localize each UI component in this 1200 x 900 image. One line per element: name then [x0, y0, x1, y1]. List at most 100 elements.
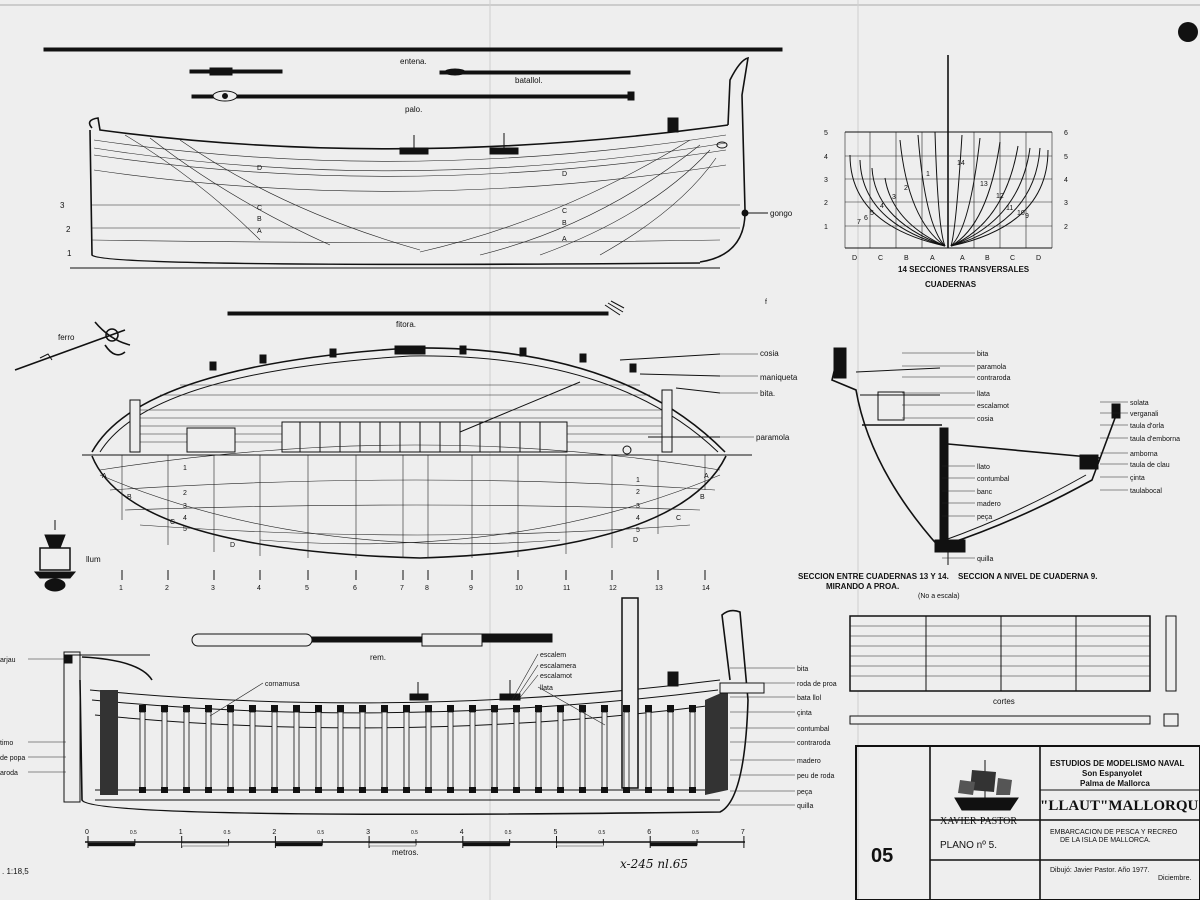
- midship-left-label-11: quilla: [977, 556, 993, 563]
- svg-text:12: 12: [996, 193, 1004, 200]
- ferro-label: ferro: [58, 333, 75, 342]
- profile-top-label-3: escalamot: [540, 673, 572, 680]
- svg-text:5: 5: [824, 130, 828, 137]
- profile-right-label-4: contumbal: [797, 726, 830, 733]
- profile-frame-16: [491, 711, 498, 793]
- midship-right-label-2: taula d'orla: [1130, 423, 1164, 430]
- station-number-5: 5: [305, 585, 309, 592]
- svg-text:2: 2: [183, 490, 187, 497]
- lantern-llum: llum: [33, 520, 101, 592]
- credit-line: Dibujó: Javier Pastor. Año 1977.: [1050, 867, 1150, 874]
- scale-segment-3: [368, 842, 417, 847]
- profile-top-leader-3: [517, 674, 539, 701]
- studio-line-3: Palma de Mallorca: [1080, 779, 1150, 788]
- wl-letter-d-right: D: [562, 171, 567, 178]
- profile-right-label-0: bita: [797, 666, 808, 673]
- profile-right-label-6: madero: [797, 758, 821, 765]
- scale-metros-label: metros.: [392, 848, 419, 857]
- profile-right-label-2: bata llol: [797, 695, 822, 702]
- profile-frame-11: [381, 711, 388, 793]
- profile-frames: [139, 705, 696, 793]
- svg-text:D: D: [852, 255, 857, 262]
- profile-frame-foot-4: [227, 787, 234, 793]
- svg-text:1: 1: [824, 224, 828, 231]
- deck-label-paramola: paramola: [756, 433, 790, 442]
- station-number-12: 12: [609, 585, 617, 592]
- studio-line-1: ESTUDIOS DE MODELISMO NAVAL: [1050, 759, 1184, 768]
- profile-frame-head-22: [623, 705, 630, 712]
- scale-major-label-1: 1: [179, 829, 183, 836]
- svg-text:5: 5: [1064, 154, 1068, 161]
- cortes-planking: cortes: [849, 615, 1179, 727]
- fitora: fitora. f: [227, 299, 767, 329]
- midship-left-label-2: contraroda: [977, 375, 1011, 382]
- profile-frame-3: [205, 711, 212, 793]
- profile-frame-head-13: [425, 705, 432, 712]
- midship-right-label-7: taulabocal: [1130, 488, 1162, 495]
- profile-right-label-1: roda de proa: [797, 681, 837, 688]
- midship-right-label-0: solata: [1130, 400, 1149, 407]
- profile-frame-12: [403, 711, 410, 793]
- scale-segment-2: [275, 842, 323, 847]
- svg-text:A: A: [704, 473, 709, 480]
- svg-text:14: 14: [957, 160, 965, 167]
- profile-frame-head-19: [557, 705, 564, 712]
- scale-minor-label-6: 0.5: [692, 830, 699, 836]
- svg-text:B: B: [904, 255, 909, 262]
- profile-frame-22: [623, 711, 630, 793]
- midship-sections: [831, 347, 1121, 565]
- profile-frame-18: [535, 711, 542, 793]
- svg-text:4: 4: [636, 515, 640, 522]
- cortes-label: cortes: [993, 697, 1015, 706]
- scale-major-label-4: 4: [460, 829, 464, 836]
- profile-frame-8: [315, 711, 322, 793]
- profile-frame-head-10: [359, 705, 366, 712]
- profile-frame-19: [557, 711, 564, 793]
- midship-left-label-1: paramola: [977, 364, 1006, 371]
- profile-frame-head-18: [535, 705, 542, 712]
- scale-minor-label-3: 0.5: [411, 830, 418, 836]
- svg-text:1: 1: [183, 465, 187, 472]
- svg-text:2: 2: [636, 489, 640, 496]
- sections-title: 14 SECCIONES TRANSVERSALES: [898, 265, 1030, 274]
- profile-left-label-1: timo: [0, 740, 13, 747]
- wl-letter-b-right: B: [562, 220, 567, 227]
- profile-top-label-2: escalamera: [540, 663, 576, 670]
- scale-segment-6: [650, 842, 698, 847]
- profile-frame-head-25: [689, 705, 696, 712]
- svg-text:A: A: [960, 255, 965, 262]
- profile-frame-10: [359, 711, 366, 793]
- pin-hole: [1178, 22, 1198, 42]
- midship-left-labels: bitaparamolacontrarodallataescalamotcosi…: [902, 351, 1011, 563]
- profile-frame-head-23: [645, 705, 652, 712]
- scale-major-label-2: 2: [272, 829, 276, 836]
- profile-frame-20: [579, 711, 586, 793]
- profile-frame-foot-10: [359, 787, 366, 793]
- spar-label-palo: palo.: [405, 105, 422, 114]
- desc-line-2: DE LA ISLA DE MALLORCA.: [1060, 837, 1151, 844]
- profile-frame-head-0: [139, 705, 146, 712]
- profile-frame-head-24: [667, 705, 674, 712]
- profile-frame-head-3: [205, 705, 212, 712]
- profile-frame-foot-18: [535, 787, 542, 793]
- profile-frame-head-16: [491, 705, 498, 712]
- midship-caption-left: SECCION ENTRE CUADERNAS 13 Y 14.: [798, 572, 949, 581]
- profile-frame-head-5: [249, 705, 256, 712]
- svg-text:5: 5: [870, 210, 874, 217]
- svg-text:4: 4: [880, 203, 884, 210]
- wl-letter-b-left: B: [257, 216, 262, 223]
- profile-left-label-0: arjau: [0, 657, 16, 664]
- profile-left-label-3: aroda: [0, 770, 18, 777]
- profile-frame-25: [689, 711, 696, 793]
- profile-frame-head-2: [183, 705, 190, 712]
- profile-frame-foot-23: [645, 787, 652, 793]
- midship-left-label-0: bita: [977, 351, 988, 358]
- profile-right-label-8: peça: [797, 789, 812, 796]
- profile-frame-foot-7: [293, 787, 300, 793]
- midship-left-label-4: escalamot: [977, 403, 1009, 410]
- profile-top-label-1: escalem: [540, 652, 566, 659]
- fitora-label: fitora.: [396, 320, 416, 329]
